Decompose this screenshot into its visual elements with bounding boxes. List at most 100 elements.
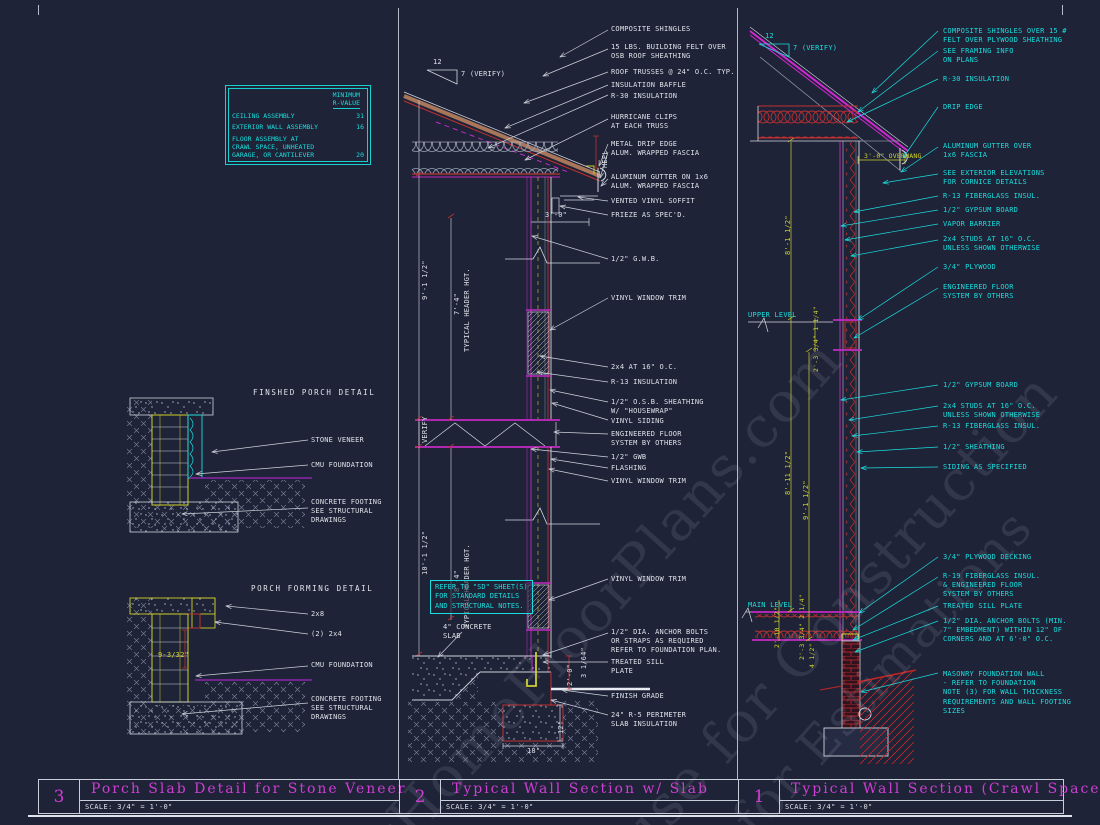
porch-finished-detail	[125, 397, 312, 533]
table-row: FLOOR ASSEMBLY AT CRAWL SPACE, UNHEATED …	[232, 135, 364, 159]
callout-label: STONE VENEER	[311, 436, 364, 444]
r-value-header: MINIMUM R-VALUE	[332, 91, 360, 110]
detail-title-text: Porch Slab Detail for Stone Veneer	[91, 781, 407, 797]
callout-label: ENGINEERED FLOOR SYSTEM BY OTHERS	[943, 283, 1014, 301]
dimension-text: 9'-1 1/2"	[421, 260, 429, 300]
callout-label: CONCRETE FOOTING SEE STRUCTURAL DRAWINGS	[311, 498, 382, 525]
callout-label: TREATED SILL PLATE	[611, 658, 664, 676]
detail-number: 3	[53, 786, 65, 807]
callout-label: FLASHING	[611, 464, 647, 472]
detail-number: 1	[753, 786, 765, 807]
dimension-text: 4 1/2"	[808, 643, 816, 668]
dimension-text: 2'-10 1/2"	[773, 606, 781, 648]
callout-label: ENGINEERED FLOOR SYSTEM BY OTHERS	[611, 430, 682, 448]
callout-label: ALUMINUM GUTTER ON 1x6 ALUM. WRAPPED FAS…	[611, 173, 709, 191]
pitch-run: 7 (VERIFY)	[793, 44, 838, 52]
callout-label: R-19 FIBERGLASS INSUL. & ENGINEERED FLOO…	[943, 572, 1041, 599]
dimension-text: 7'-4"	[453, 292, 461, 315]
callout-label: 2x4 AT 16" O.C.	[611, 363, 678, 371]
sd-sheet-note: REFER TO "SD" SHEET(S) FOR STANDARD DETA…	[430, 580, 533, 615]
detail-number: 2	[414, 786, 426, 807]
row-label: CEILING ASSEMBLY	[232, 112, 295, 121]
callout-label: SEE EXTERIOR ELEVATIONS FOR CORNICE DETA…	[943, 169, 1045, 187]
row-value: 20	[356, 150, 364, 159]
callout-label: ALUM. WRAPPED FASCIA	[611, 149, 700, 157]
scale-text: SCALE: 3/4" = 1'-0"	[85, 803, 173, 811]
pitch-rise: 12	[765, 32, 774, 40]
callout-label: R-13 FIBERGLASS INSUL.	[943, 422, 1041, 430]
dimension-text: 3'-0"	[545, 211, 568, 219]
scale-text: SCALE: 3/4" = 1'-0"	[446, 803, 534, 811]
title-underline	[440, 800, 739, 801]
panel-divider	[737, 8, 738, 779]
dimension-text: 8'-11 1/2"	[784, 450, 792, 495]
callout-label: R-13 FIBERGLASS INSUL.	[943, 192, 1041, 200]
table-row: CEILING ASSEMBLY 31	[232, 112, 364, 120]
porch-forming-detail	[125, 597, 312, 735]
dimension-text: TYPICAL HEADER HGT.	[463, 268, 471, 352]
row-label: EXTERIOR WALL ASSEMBLY	[232, 123, 319, 132]
callout-label: ROOF TRUSSES @ 24" O.C. TYP.	[611, 68, 735, 76]
callout-label: 1/2" G.W.B.	[611, 255, 660, 263]
callout-label: VINYL SIDING	[611, 417, 664, 425]
title-underline	[79, 800, 399, 801]
row-value: 16	[356, 123, 364, 132]
callout-label: VINYL WINDOW TRIM	[611, 294, 687, 302]
callout-label: DRIP EDGE	[943, 103, 983, 111]
callout-label: VINYL WINDOW TRIM	[611, 477, 687, 485]
callout-label: TREATED SILL PLATE	[943, 602, 1023, 610]
callout-label: HURRICANE CLIPS AT EACH TRUSS	[611, 113, 678, 131]
frame-tick	[38, 5, 39, 15]
callout-label: FINISH GRADE	[611, 692, 664, 700]
callout-label: 2x4 STUDS AT 16" O.C. UNLESS SHOWN OTHER…	[943, 402, 1041, 420]
slab-label: 4" CONCRETE SLAB	[443, 623, 492, 641]
callout-label: ALUMINUM GUTTER OVER 1x6 FASCIA	[943, 142, 1032, 160]
detail-title-text: Typical Wall Section w/ Slab	[452, 781, 709, 797]
dimension-text: 9'-1 1/2"	[802, 480, 810, 520]
detail-title-text: Typical Wall Section (Crawl Space)	[791, 781, 1100, 797]
callout-label: 1/2" GYPSUM BOARD	[943, 381, 1019, 389]
dimension-text: 3 1/64"	[580, 647, 588, 678]
callout-label: 3/4" PLYWOOD DECKING	[943, 553, 1032, 561]
r-value-table: MINIMUM R-VALUE CEILING ASSEMBLY 31 EXTE…	[228, 88, 368, 162]
dimension-text: 2'-3 3/4" 1 1/4"	[812, 306, 820, 372]
callout-label: CMU FOUNDATION	[311, 461, 373, 469]
dimension-text: 12"	[557, 720, 565, 734]
level-label: UPPER LEVEL	[748, 311, 797, 319]
dimension-text: 9-3/32"	[158, 651, 189, 659]
callout-label: 24" R-5 PERIMETER SLAB INSULATION	[611, 711, 687, 729]
detail-title: FINSHED PORCH DETAIL	[253, 388, 376, 397]
callout-label: INSULATION BAFFLE	[611, 81, 687, 89]
titleblock-2: 2 Typical Wall Section w/ Slab SCALE: 3/…	[399, 780, 739, 813]
callout-label: 1/2" GWB	[611, 453, 647, 461]
sheet-edge-line	[28, 815, 1072, 817]
scale-text: SCALE: 3/4" = 1'-0"	[785, 803, 873, 811]
frame-tick	[1062, 5, 1063, 15]
callout-label: MASONRY FOUNDATION WALL - REFER TO FOUND…	[943, 670, 1072, 715]
callout-label: R-13 INSULATION	[611, 378, 678, 386]
dimension-text: 18"	[527, 747, 541, 755]
callout-label: 1/2" SHEATHING	[943, 443, 1005, 451]
callout-label: 15 LBS. BUILDING FELT OVER OSB ROOF SHEA…	[611, 43, 726, 61]
callout-label: VINYL WINDOW TRIM	[611, 575, 687, 583]
callout-label: 1/2" DIA. ANCHOR BOLTS OR STRAPS AS REQU…	[611, 628, 722, 655]
panel-divider	[398, 8, 399, 779]
title-underline	[779, 800, 1064, 801]
callout-label: 1/2" O.S.B. SHEATHING W/ "HOUSEWRAP"	[611, 398, 704, 416]
dimension-text: 8'-1 1/2"	[784, 215, 792, 255]
row-label: FLOOR ASSEMBLY AT CRAWL SPACE, UNHEATED …	[232, 134, 315, 159]
title-strip: 3 Porch Slab Detail for Stone Veneer SCA…	[38, 779, 1100, 814]
table-row: EXTERIOR WALL ASSEMBLY 16	[232, 123, 364, 131]
callout-label: FRIEZE AS SPEC'D.	[611, 211, 687, 219]
callout-label: VAPOR BARRIER	[943, 220, 1001, 228]
dimension-text: 10'-1 1/2"	[421, 530, 429, 575]
wall-section-slab	[403, 29, 650, 764]
dimension-text: 2'-0"	[566, 663, 574, 686]
callout-label: R-30 INSULATION	[611, 92, 678, 100]
callout-label: 2x4 STUDS AT 16" O.C. UNLESS SHOWN OTHER…	[943, 235, 1041, 253]
callout-label: COMPOSITE SHINGLES OVER 15 # FELT OVER P…	[943, 27, 1067, 45]
row-value: 31	[356, 112, 364, 121]
level-label: MAIN LEVEL	[748, 601, 793, 609]
